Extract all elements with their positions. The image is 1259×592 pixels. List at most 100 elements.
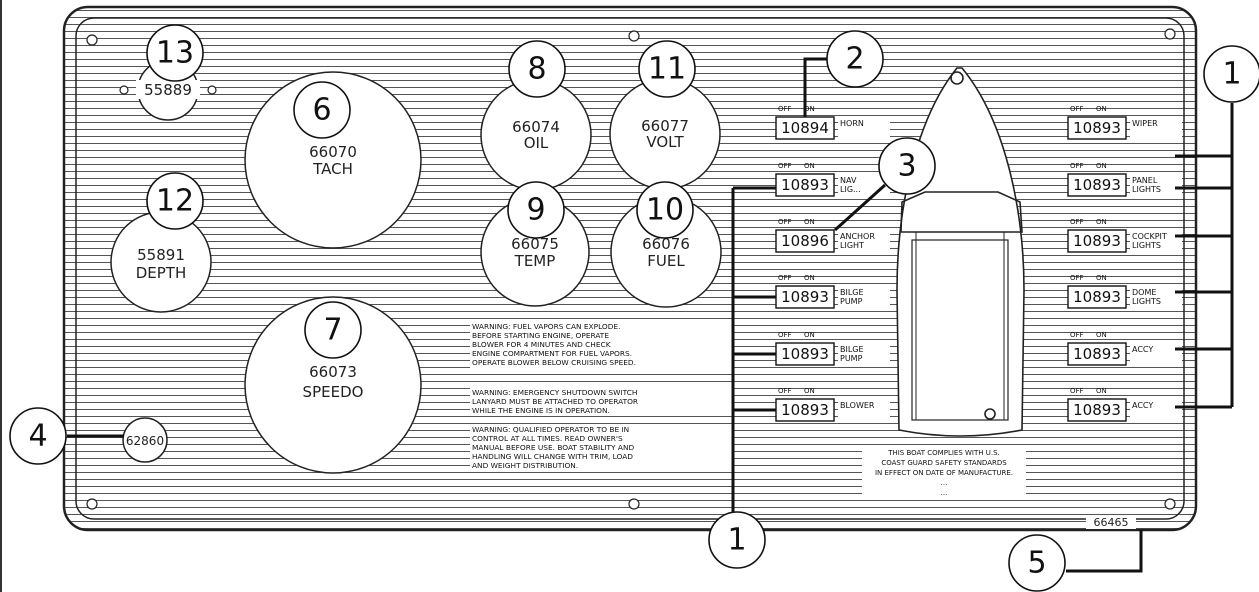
panel-part-number: 66465 bbox=[1086, 515, 1136, 529]
switch-label-line2: PUMP bbox=[840, 354, 863, 363]
switch-part-number: 10893 bbox=[1073, 232, 1121, 250]
callout-number: 3 bbox=[897, 149, 916, 184]
callout-number: 10 bbox=[646, 193, 684, 228]
callout-number: 1 bbox=[1222, 57, 1241, 92]
switch-body bbox=[1067, 229, 1127, 253]
callout-13: 13 bbox=[146, 24, 204, 82]
warning-bg bbox=[470, 387, 732, 416]
off-label: OFF bbox=[778, 218, 792, 226]
warning-line: CONTROL AT ALL TIMES. READ OWNER'S bbox=[472, 434, 623, 443]
compliance-line: ... bbox=[941, 479, 948, 487]
gauge-label: 66076 bbox=[642, 235, 690, 253]
warning-line: WHILE THE ENGINE IS IN OPERATION. bbox=[472, 406, 610, 415]
switch-label-bg bbox=[838, 232, 890, 250]
switch-label-bg bbox=[1130, 401, 1182, 419]
gauge-label: 66070 bbox=[309, 143, 357, 161]
gauge-sublabel: VOLT bbox=[646, 133, 684, 151]
on-label: ON bbox=[804, 274, 815, 282]
switch-label: WIPER bbox=[1132, 119, 1158, 128]
gauge-label: 55891 bbox=[137, 246, 185, 264]
switch-body bbox=[1067, 116, 1127, 140]
compliance-label: THIS BOAT COMPLIES WITH U.S.COAST GUARD … bbox=[862, 446, 1026, 498]
callout-number: 5 bbox=[1027, 546, 1046, 581]
warning-line: BLOWER FOR 4 MINUTES AND CHECK bbox=[472, 340, 611, 349]
callout-5: 5 bbox=[1008, 534, 1066, 592]
switch-label: ACCY bbox=[1132, 401, 1153, 410]
off-label: OFF bbox=[1070, 162, 1084, 170]
compliance-line: ... bbox=[941, 489, 948, 497]
switch-part-number: 10893 bbox=[1073, 401, 1121, 419]
gauge-sublabel: FUEL bbox=[647, 252, 685, 270]
switch-label: ACCY bbox=[1132, 345, 1153, 354]
on-label: ON bbox=[1096, 387, 1107, 395]
gauge-label: 66075 bbox=[511, 235, 559, 253]
switch-body bbox=[1067, 173, 1127, 197]
switch-label: HORN bbox=[840, 119, 864, 128]
callout-1-right: 1 bbox=[1203, 45, 1259, 103]
switch-label-bg bbox=[838, 119, 890, 137]
off-label: OFF bbox=[778, 162, 792, 170]
warning-bg bbox=[470, 321, 732, 368]
gauge-label: 66077 bbox=[641, 117, 689, 135]
switch-10893[interactable]: OFF ON 10893 WIPER bbox=[1067, 105, 1182, 140]
switch-label-bg bbox=[838, 345, 890, 363]
off-label: OFF bbox=[1070, 331, 1084, 339]
warning-line: AND WEIGHT DISTRIBUTION. bbox=[472, 461, 578, 470]
switch-label-bg bbox=[1130, 232, 1182, 250]
on-label: ON bbox=[1096, 218, 1107, 226]
on-label: ON bbox=[804, 218, 815, 226]
gauge-66076-fuel: 66076 FUEL bbox=[610, 196, 722, 308]
callout-6: 6 bbox=[293, 81, 351, 139]
warning-line: OPERATE BLOWER BELOW CRUISING SPEED. bbox=[472, 358, 636, 367]
on-label: ON bbox=[1096, 331, 1107, 339]
switch-label-bg bbox=[1130, 288, 1182, 306]
switch-label-line2: LIGHTS bbox=[1132, 185, 1161, 194]
switch-label: ANCHOR bbox=[840, 232, 875, 241]
switch-part-number: 10893 bbox=[781, 401, 829, 419]
switch-part-number: 10893 bbox=[781, 345, 829, 363]
switch-body bbox=[775, 229, 835, 253]
off-label: OFF bbox=[1070, 218, 1084, 226]
switch-10893[interactable]: OFF ON 10893 ACCY bbox=[1067, 387, 1182, 422]
callout-12: 12 bbox=[146, 172, 204, 230]
switch-part-number: 10893 bbox=[1073, 288, 1121, 306]
gauge-sublabel: OIL bbox=[524, 134, 549, 152]
svg-text:66465: 66465 bbox=[1094, 516, 1129, 529]
switch-part-number: 10894 bbox=[781, 119, 829, 137]
warning-line: WARNING: FUEL VAPORS CAN EXPLODE. bbox=[472, 322, 620, 331]
off-label: OFF bbox=[1070, 387, 1084, 395]
off-label: OFF bbox=[778, 274, 792, 282]
gauge-sublabel: TACH bbox=[312, 160, 353, 178]
warning-label-block: WARNING: FUEL VAPORS CAN EXPLODE.BEFORE … bbox=[470, 321, 732, 471]
off-label: OFF bbox=[1070, 105, 1084, 113]
warning-line: LANYARD MUST BE ATTACHED TO OPERATOR bbox=[472, 397, 638, 406]
gauge-55891-depth: 55891 DEPTH bbox=[110, 211, 212, 313]
on-label: ON bbox=[1096, 274, 1107, 282]
warning-line: MANUAL BEFORE USE. BOAT STABILITY AND bbox=[472, 443, 634, 452]
on-label: ON bbox=[1096, 162, 1107, 170]
switch-label: BILGE bbox=[840, 345, 864, 354]
callout-11: 11 bbox=[638, 40, 696, 98]
switch-part-number: 10893 bbox=[1073, 119, 1121, 137]
switch-label: NAV bbox=[840, 176, 857, 185]
on-label: ON bbox=[1096, 105, 1107, 113]
switch-label: PANEL bbox=[1132, 176, 1158, 185]
switch-part-number: 10893 bbox=[781, 176, 829, 194]
warning-bg bbox=[470, 424, 732, 471]
off-label: OFF bbox=[1070, 274, 1084, 282]
switch-body bbox=[775, 173, 835, 197]
gauge-66073-speedo: 66073 SPEEDO bbox=[244, 296, 422, 474]
callout-number: 4 bbox=[28, 419, 47, 454]
switch-label-bg bbox=[838, 401, 890, 419]
